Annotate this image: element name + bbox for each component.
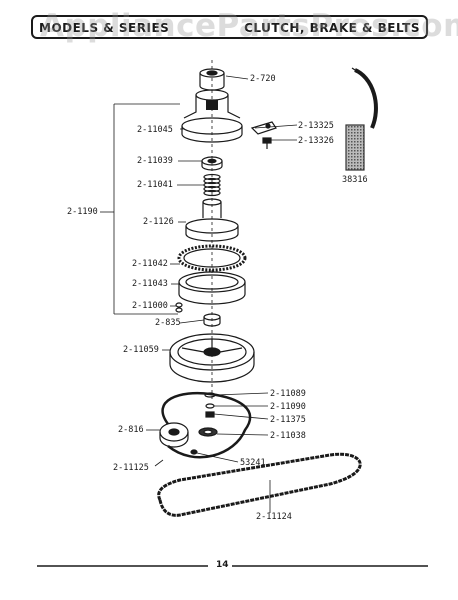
label-part-53241: 53241: [240, 458, 266, 468]
brake-shoe-part[interactable]: [345, 67, 378, 171]
header-section-title: CLUTCH, BRAKE & BELTS: [244, 21, 420, 35]
header-title-box: MODELS & SERIES CLUTCH, BRAKE & BELTS: [31, 15, 428, 39]
nut-part[interactable]: [205, 403, 215, 409]
clutch-drum-part[interactable]: [185, 198, 239, 242]
label-part-1126: 2-1126: [143, 217, 174, 227]
idler-pulley-part[interactable]: [159, 422, 189, 448]
brake-ring-part[interactable]: [178, 271, 246, 305]
label-part-11124: 2-11124: [256, 512, 292, 522]
label-part-11041: 2-11041: [137, 180, 173, 190]
gasket-ring-part[interactable]: [177, 244, 247, 272]
label-part-11045: 2-11045: [137, 125, 173, 135]
bolt-part[interactable]: [205, 411, 215, 418]
drive-pulley-part[interactable]: [169, 333, 255, 383]
brake-bracket-part[interactable]: [250, 121, 277, 135]
clutch-housing-part[interactable]: [181, 89, 243, 143]
long-belt-part[interactable]: [157, 452, 362, 517]
short-belt-part[interactable]: [161, 391, 252, 459]
pin-part[interactable]: [175, 302, 183, 313]
label-part-1190: 2-1190: [67, 207, 98, 217]
header-models-title: MODELS & SERIES: [39, 21, 170, 35]
bracket-screw-part[interactable]: [262, 137, 272, 149]
collar-part[interactable]: [203, 313, 221, 327]
label-part-11375: 2-11375: [270, 415, 306, 425]
label-part-835: 2-835: [155, 318, 181, 328]
label-part-11089: 2-11089: [270, 389, 306, 399]
label-part-38316: 38316: [342, 175, 368, 185]
bushing-part[interactable]: [198, 427, 218, 437]
label-part-11059: 2-11059: [123, 345, 159, 355]
label-part-816: 2-816: [118, 425, 144, 435]
label-part-11038: 2-11038: [270, 431, 306, 441]
label-part-11125: 2-11125: [113, 463, 149, 473]
belt-clip-part[interactable]: [190, 449, 198, 455]
page-number: 14: [216, 560, 229, 570]
label-part-11000: 2-11000: [132, 301, 168, 311]
label-part-11090: 2-11090: [270, 402, 306, 412]
label-part-720: 2-720: [250, 74, 276, 84]
label-part-13325: 2-13325: [298, 121, 334, 131]
label-part-13326: 2-13326: [298, 136, 334, 146]
label-part-11043: 2-11043: [132, 279, 168, 289]
label-part-11039: 2-11039: [137, 156, 173, 166]
label-part-11042: 2-11042: [132, 259, 168, 269]
